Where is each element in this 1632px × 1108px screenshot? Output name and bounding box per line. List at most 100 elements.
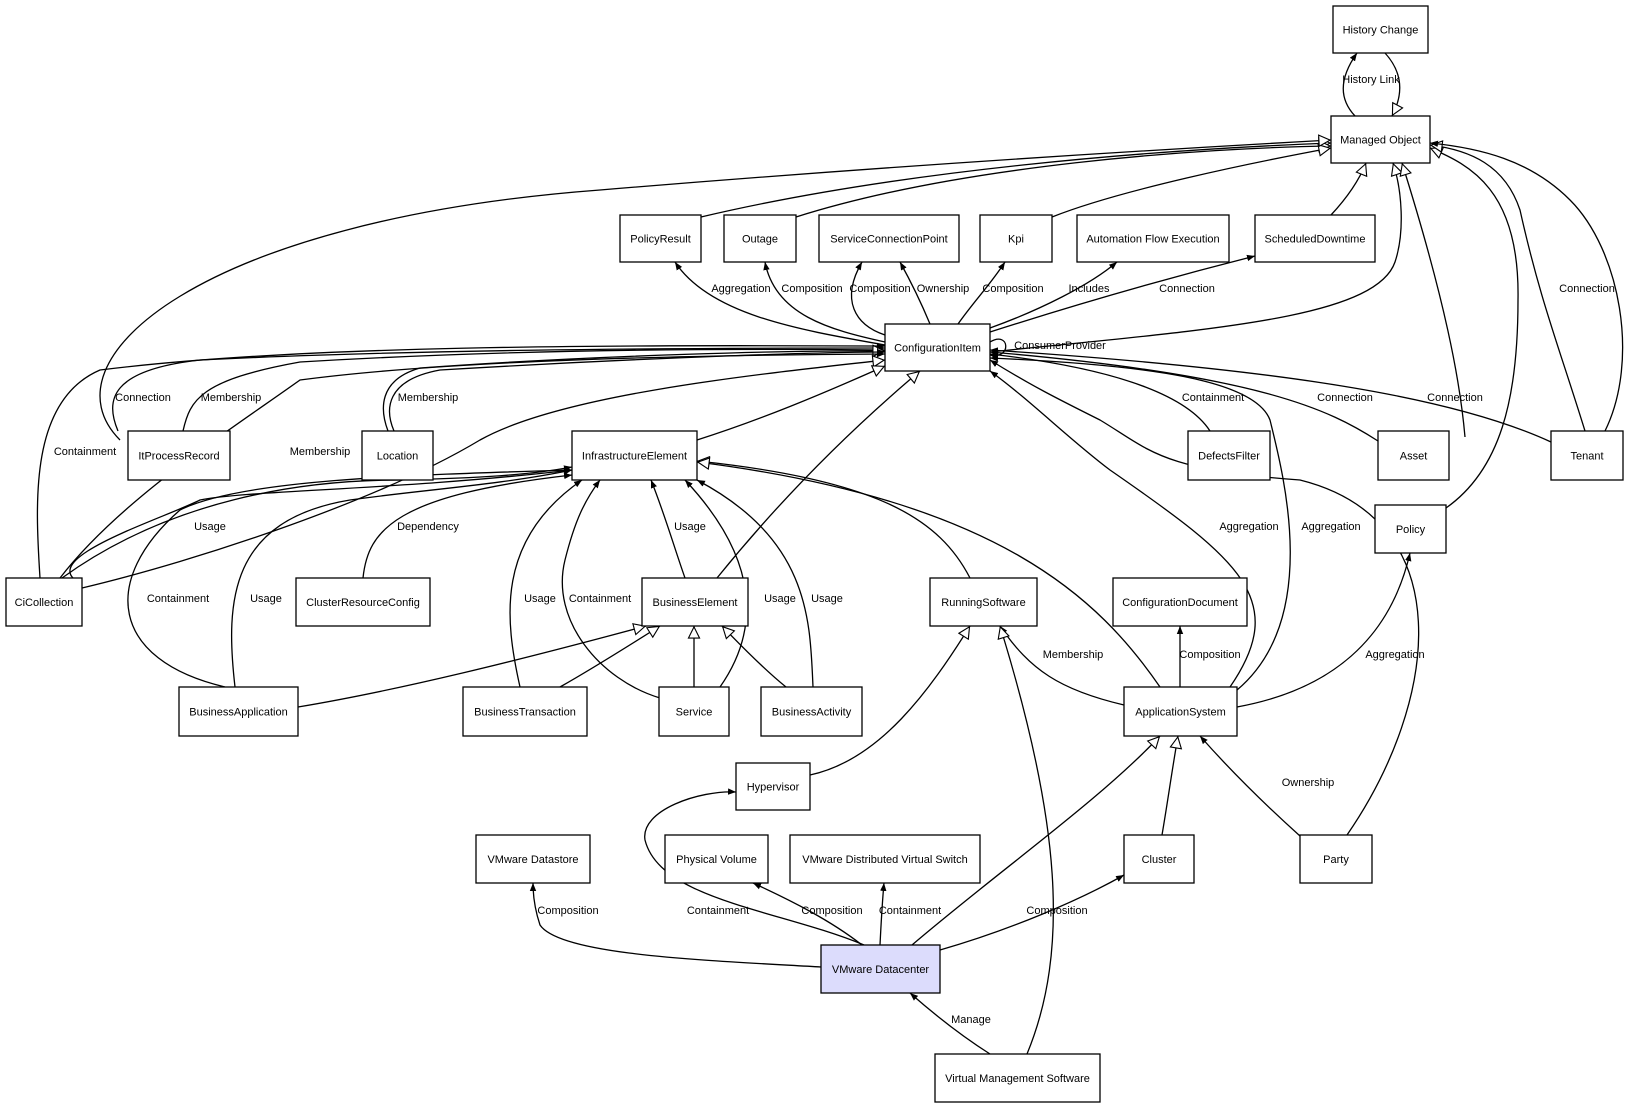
node-cluster-resource-config[interactable]: ClusterResourceConfig xyxy=(295,577,431,627)
edge-business-transaction-to-business-element xyxy=(559,625,661,688)
node-it-process-record[interactable]: ItProcessRecord xyxy=(127,430,231,481)
node-label: ApplicationSystem xyxy=(1135,707,1226,719)
edge-tenant-to-managed-object xyxy=(1430,145,1586,432)
node-service[interactable]: Service xyxy=(658,686,730,737)
node-label: Automation Flow Execution xyxy=(1086,234,1219,246)
edge-label-usage: Usage xyxy=(674,521,706,533)
node-label: ServiceConnectionPoint xyxy=(830,234,947,246)
node-service-connection-point[interactable]: ServiceConnectionPoint xyxy=(818,214,960,263)
node-label: RunningSoftware xyxy=(941,597,1025,609)
node-ci-collection[interactable]: CiCollection xyxy=(5,577,83,627)
node-history-change[interactable]: History Change xyxy=(1332,5,1429,54)
node-kpi[interactable]: Kpi xyxy=(979,214,1053,263)
node-location[interactable]: Location xyxy=(361,430,434,481)
node-box xyxy=(178,686,299,737)
edge-label-consumerprovider: ConsumerProvider xyxy=(1014,340,1106,352)
node-application-system[interactable]: ApplicationSystem xyxy=(1123,686,1238,737)
edge-business-application-to-infrastructure-element xyxy=(231,468,573,688)
edge-ci-collection-to-configuration-item xyxy=(59,350,886,579)
edge-label-ownership: Ownership xyxy=(917,283,970,295)
edge-cluster-resource-config-to-infrastructure-element xyxy=(362,472,573,579)
edge-it-process-record-to-configuration-item xyxy=(112,344,886,432)
edge-label-composition: Composition xyxy=(1179,649,1240,661)
node-label: Kpi xyxy=(1008,234,1024,246)
node-label: Location xyxy=(377,451,419,463)
node-infrastructure-element[interactable]: InfrastructureElement xyxy=(571,430,698,481)
node-vmware-datastore[interactable]: VMware Datastore xyxy=(475,834,591,884)
edge-label-composition: Composition xyxy=(849,283,910,295)
node-asset[interactable]: Asset xyxy=(1377,430,1450,481)
node-configuration-document[interactable]: ConfigurationDocument xyxy=(1112,577,1248,627)
edge-it-process-record-to-managed-object xyxy=(99,140,1331,441)
node-label: BusinessElement xyxy=(653,597,738,609)
edge-tenant-to-managed-object xyxy=(1429,140,1624,432)
edge-label-connection: Connection xyxy=(115,392,171,404)
node-business-application[interactable]: BusinessApplication xyxy=(178,686,299,737)
node-box xyxy=(1374,504,1447,554)
edge-business-element-to-infrastructure-element xyxy=(650,479,686,579)
node-tenant[interactable]: Tenant xyxy=(1550,430,1624,481)
node-party[interactable]: Party xyxy=(1299,834,1373,884)
node-box xyxy=(884,323,991,372)
node-business-element[interactable]: BusinessElement xyxy=(641,577,749,627)
edge-application-system-to-policy xyxy=(1236,552,1412,708)
edge-party-to-application-system xyxy=(1199,735,1301,837)
node-box xyxy=(934,1053,1101,1103)
node-box xyxy=(5,577,83,627)
node-label: PolicyResult xyxy=(630,234,691,246)
node-label: BusinessActivity xyxy=(772,707,852,719)
node-box xyxy=(1550,430,1624,481)
node-vmware-datacenter[interactable]: VMware Datacenter xyxy=(820,944,941,994)
edge-label-containment: Containment xyxy=(687,905,749,917)
node-cluster[interactable]: Cluster xyxy=(1123,834,1195,884)
edge-label-connection: Connection xyxy=(1427,392,1483,404)
node-box xyxy=(1330,115,1431,164)
node-box xyxy=(818,214,960,263)
node-automation-flow-execution[interactable]: Automation Flow Execution xyxy=(1076,214,1230,263)
node-label: CiCollection xyxy=(15,597,74,609)
edge-label-ownership: Ownership xyxy=(1282,777,1335,789)
edge-label-membership: Membership xyxy=(201,392,262,404)
edge-label-connection: Connection xyxy=(1559,283,1615,295)
node-box xyxy=(658,686,730,737)
edge-configuration-item-to-managed-object xyxy=(989,163,1401,353)
node-business-activity[interactable]: BusinessActivity xyxy=(760,686,863,737)
node-managed-object[interactable]: Managed Object xyxy=(1330,115,1431,164)
node-scheduled-downtime[interactable]: ScheduledDowntime xyxy=(1254,214,1376,263)
node-defects-filter[interactable]: DefectsFilter xyxy=(1187,430,1271,481)
node-outage[interactable]: Outage xyxy=(723,214,797,263)
edge-label-containment: Containment xyxy=(1182,392,1244,404)
edge-label-membership: Membership xyxy=(398,392,459,404)
edge-cluster-to-application-system xyxy=(1161,736,1178,836)
edge-service-to-infrastructure-element xyxy=(561,479,661,699)
node-business-transaction[interactable]: BusinessTransaction xyxy=(462,686,588,737)
node-configuration-item[interactable]: ConfigurationItem xyxy=(884,323,991,372)
node-virtual-management-software[interactable]: Virtual Management Software xyxy=(934,1053,1101,1103)
node-box xyxy=(462,686,588,737)
edge-application-system-to-configuration-item xyxy=(989,370,1256,688)
edge-label-composition: Composition xyxy=(801,905,862,917)
edge-label-aggregation: Aggregation xyxy=(1219,521,1278,533)
edge-vmware-datacenter-to-vmware-datastore xyxy=(529,882,822,968)
node-label: InfrastructureElement xyxy=(582,451,687,463)
node-running-software[interactable]: RunningSoftware xyxy=(929,577,1038,627)
edge-label-containment: Containment xyxy=(879,905,941,917)
node-vmware-dvs[interactable]: VMware Distributed Virtual Switch xyxy=(789,834,981,884)
node-hypervisor[interactable]: Hypervisor xyxy=(735,762,811,811)
node-policy[interactable]: Policy xyxy=(1374,504,1447,554)
node-policy-result[interactable]: PolicyResult xyxy=(619,214,702,263)
node-label: Service xyxy=(676,707,713,719)
edge-label-includes: Includes xyxy=(1069,283,1110,295)
edge-configuration-item-to-automation-flow-execution xyxy=(989,261,1118,329)
edge-application-system-to-running-software xyxy=(999,625,1125,706)
edge-label-manage: Manage xyxy=(951,1014,991,1026)
node-label: Asset xyxy=(1400,451,1428,463)
edge-label-usage: Usage xyxy=(764,593,796,605)
edge-label-connection: Connection xyxy=(1317,392,1373,404)
node-label: Managed Object xyxy=(1340,135,1421,147)
edge-business-activity-to-business-element xyxy=(721,625,787,688)
node-physical-volume[interactable]: Physical Volume xyxy=(664,834,769,884)
edge-configuration-item-to-service-connection-point xyxy=(850,261,886,336)
